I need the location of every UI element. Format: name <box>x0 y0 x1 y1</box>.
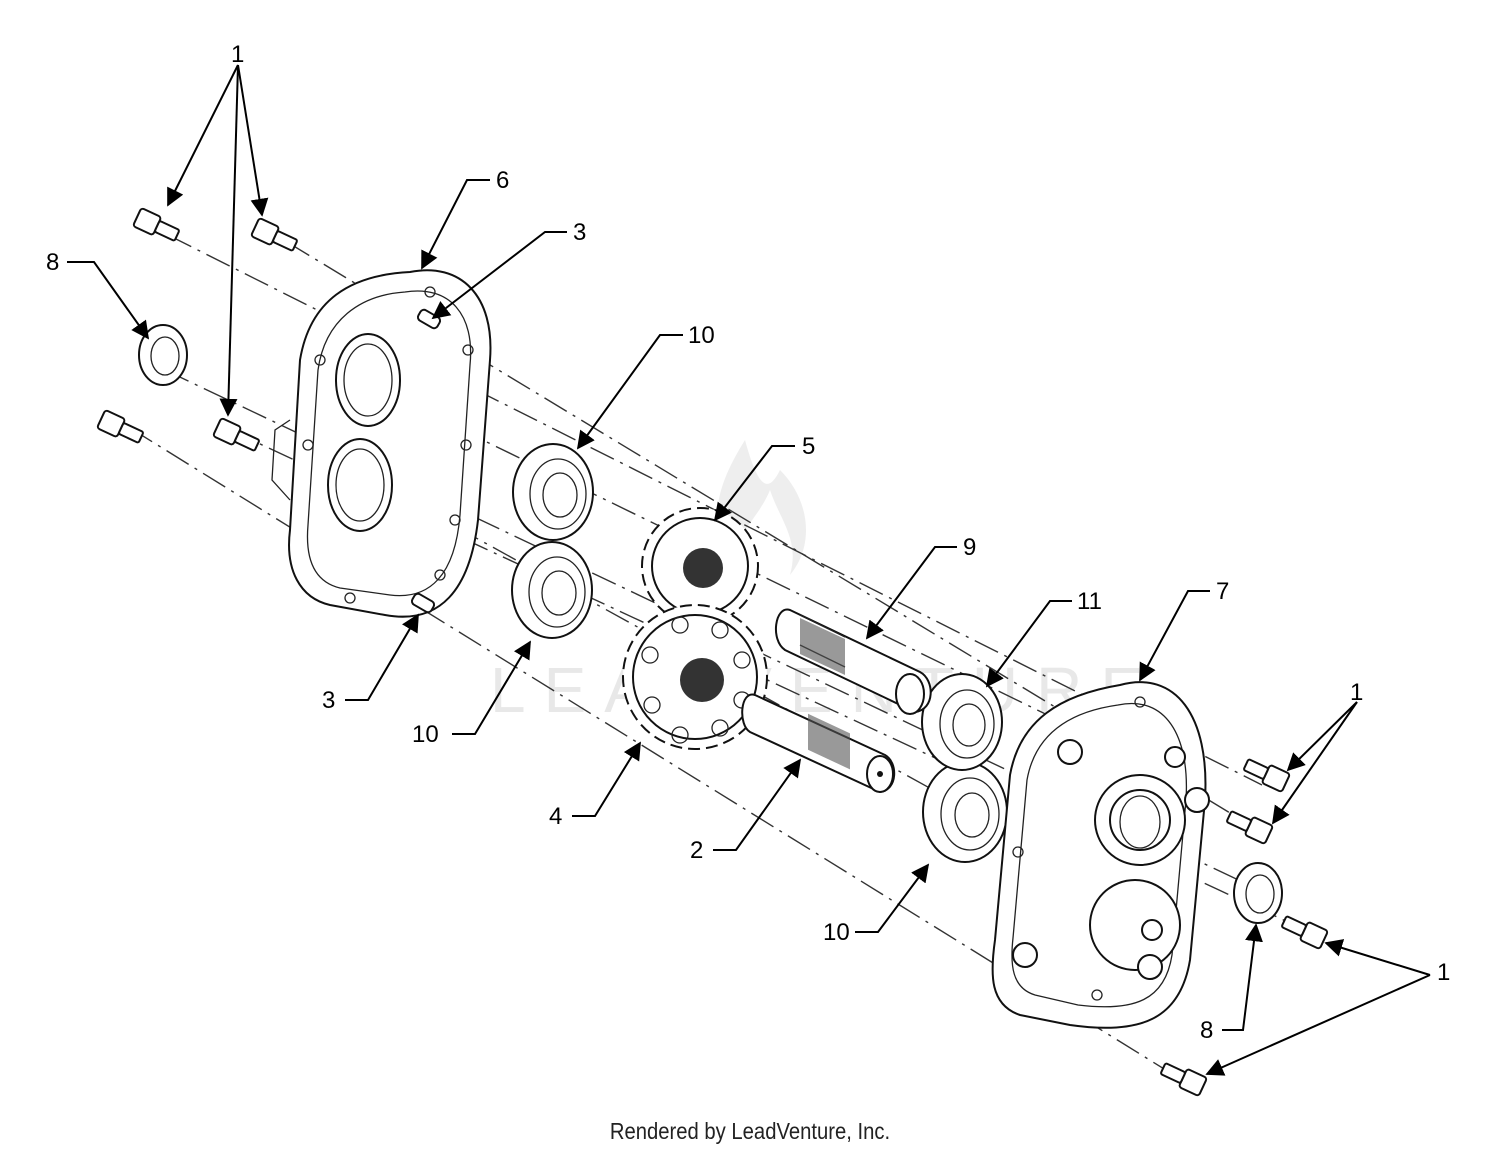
callout-1-bottom-right: 1 <box>1437 959 1450 986</box>
callout-8-right: 8 <box>1200 1017 1213 1044</box>
callout-3-bottom: 3 <box>322 687 335 714</box>
bearing-part-10-upper <box>512 443 594 541</box>
bolts-part-1-left <box>96 207 298 452</box>
callout-8-left: 8 <box>46 249 59 276</box>
callout-7: 7 <box>1216 578 1229 605</box>
callout-3-top: 3 <box>573 219 586 246</box>
gear-part-4 <box>622 604 768 750</box>
callout-11: 11 <box>1077 588 1102 615</box>
callout-1-right: 1 <box>1350 679 1363 706</box>
callout-5: 5 <box>802 433 815 460</box>
callout-labels: 1 6 3 8 10 5 9 11 7 3 10 4 2 10 1 8 1 <box>46 41 1450 1044</box>
render-credit: Rendered by LeadVenture, Inc. <box>609 1118 891 1144</box>
bearing-part-10-right <box>922 761 1008 863</box>
oil-seal-part-8-right <box>1233 862 1283 924</box>
leader-lines <box>67 64 1431 1076</box>
oil-seal-part-8-left <box>138 324 188 386</box>
callout-10-bottom: 10 <box>823 919 850 946</box>
shaft-part-9 <box>774 608 932 715</box>
bearing-part-11 <box>921 673 1003 771</box>
gear-part-5 <box>641 507 759 625</box>
callout-4: 4 <box>549 803 562 830</box>
callout-10-top: 10 <box>688 322 715 349</box>
callout-10-middle: 10 <box>412 721 439 748</box>
callout-9: 9 <box>963 534 976 561</box>
callout-2: 2 <box>690 837 703 864</box>
housing-cover-part-6 <box>271 269 492 618</box>
dowel-pin-part-3-bottom <box>410 592 436 614</box>
housing-part-7 <box>991 681 1210 1029</box>
callout-1-top: 1 <box>231 41 244 68</box>
shaft-part-2 <box>741 693 896 794</box>
bearing-part-10-lower <box>511 541 593 639</box>
callout-6: 6 <box>496 167 509 194</box>
bolts-part-1-right <box>1160 758 1329 1097</box>
